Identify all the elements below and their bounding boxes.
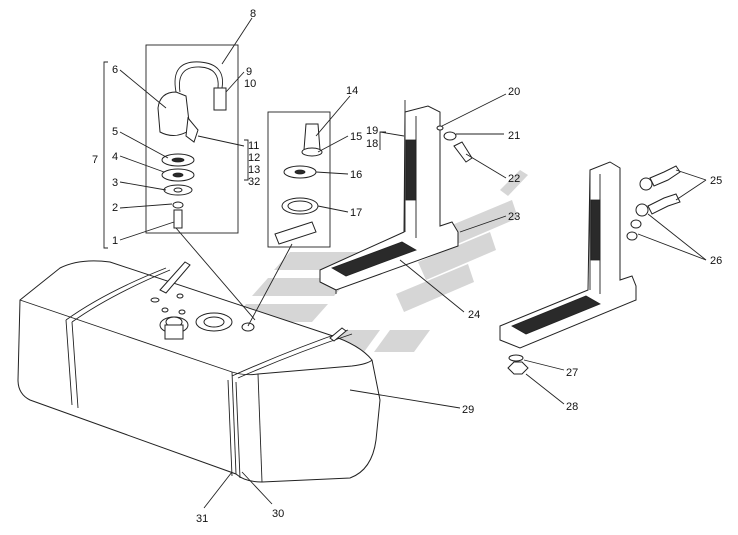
callout-29: 29 — [462, 404, 474, 416]
callout-3: 3 — [112, 177, 118, 189]
fasteners — [436, 125, 681, 375]
callout-10: 10 — [244, 78, 256, 90]
callout-12: 12 — [248, 152, 260, 164]
callout-25: 25 — [710, 175, 722, 187]
callout-21: 21 — [508, 130, 520, 142]
callout-26: 26 — [710, 255, 722, 267]
callout-32: 32 — [248, 176, 260, 188]
callout-4: 4 — [112, 151, 118, 163]
callout-15: 15 — [350, 131, 362, 143]
callout-13: 13 — [248, 164, 260, 176]
callout-6: 6 — [112, 64, 118, 76]
fuel-tank — [17, 260, 381, 483]
callout-19: 19 — [366, 125, 378, 137]
fuel-level-sender-group — [103, 44, 256, 321]
tank-bracket-rear — [499, 161, 637, 349]
callout-9: 9 — [246, 66, 252, 78]
callout-27: 27 — [566, 367, 578, 379]
callout-16: 16 — [350, 169, 362, 181]
tank-bracket-front — [319, 100, 459, 294]
callout-23: 23 — [508, 211, 520, 223]
callout-30: 30 — [272, 508, 284, 520]
callout-11: 11 — [248, 140, 259, 152]
callout-28: 28 — [566, 401, 578, 413]
callout-5: 5 — [112, 126, 118, 138]
callout-labels: 8 9 10 6 5 4 7 3 2 1 11 12 13 32 14 15 1… — [92, 8, 722, 525]
callout-2: 2 — [112, 202, 118, 214]
callout-18: 18 — [366, 138, 378, 150]
callout-31: 31 — [196, 513, 208, 525]
leader-lines — [119, 17, 707, 509]
callout-17: 17 — [350, 207, 362, 219]
callout-24: 24 — [468, 309, 480, 321]
callout-20: 20 — [508, 86, 520, 98]
callout-22: 22 — [508, 173, 520, 185]
callout-14: 14 — [346, 85, 358, 97]
callout-7: 7 — [92, 154, 98, 166]
callout-1: 1 — [112, 235, 118, 247]
callout-8: 8 — [250, 8, 256, 20]
filler-cap-group — [247, 111, 331, 327]
